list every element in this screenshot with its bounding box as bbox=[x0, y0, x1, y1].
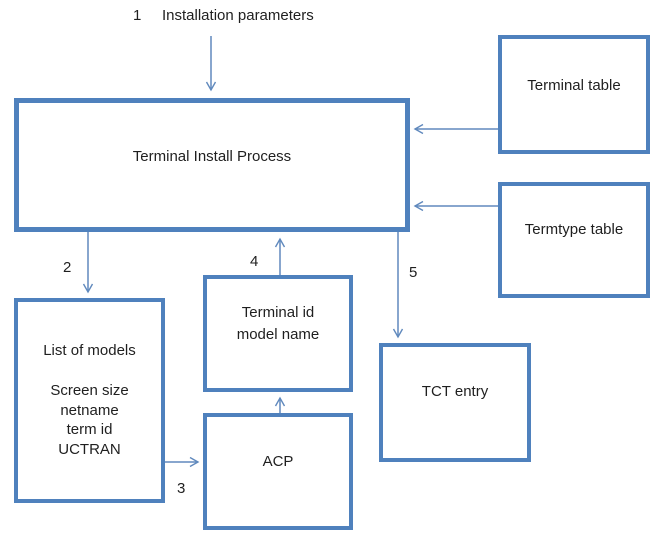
list-of-models-line: Screen size bbox=[50, 382, 129, 399]
terminal-id-line: model name bbox=[236, 326, 320, 343]
box-acp-label: ACP bbox=[262, 453, 294, 470]
step-2-number: 2 bbox=[63, 259, 72, 276]
box-terminal-id-model-name: Terminal id model name bbox=[203, 275, 353, 392]
step-1-caption: 1 Installation parameters bbox=[133, 7, 314, 25]
list-of-models-attributes: Screen size netname term id UCTRAN bbox=[50, 381, 128, 459]
step-4-number: 4 bbox=[250, 253, 259, 270]
box-termtype-table-label: Termtype table bbox=[524, 221, 624, 238]
box-terminal-table: Terminal table bbox=[498, 35, 650, 154]
box-terminal-install-process: Terminal Install Process bbox=[14, 98, 410, 232]
list-of-models-line: netname bbox=[60, 401, 119, 419]
step-5-number: 5 bbox=[409, 264, 418, 281]
box-list-of-models: List of models Screen size netname term … bbox=[14, 298, 165, 503]
list-of-models-title: List of models bbox=[43, 342, 136, 359]
box-termtype-table: Termtype table bbox=[498, 182, 650, 298]
box-acp: ACP bbox=[203, 413, 353, 530]
box-terminal-table-label: Terminal table bbox=[527, 77, 621, 94]
list-of-models-line: term id bbox=[66, 421, 113, 438]
step-3-number: 3 bbox=[177, 480, 186, 497]
step-1-number: 1 bbox=[133, 7, 142, 24]
box-tct-entry: TCT entry bbox=[379, 343, 531, 462]
box-terminal-install-process-label: Terminal Install Process bbox=[132, 148, 292, 165]
terminal-id-line: Terminal id bbox=[241, 304, 315, 321]
list-of-models-line: UCTRAN bbox=[58, 440, 121, 458]
box-tct-entry-label: TCT entry bbox=[421, 383, 489, 400]
step-1-label: Installation parameters bbox=[162, 7, 314, 24]
